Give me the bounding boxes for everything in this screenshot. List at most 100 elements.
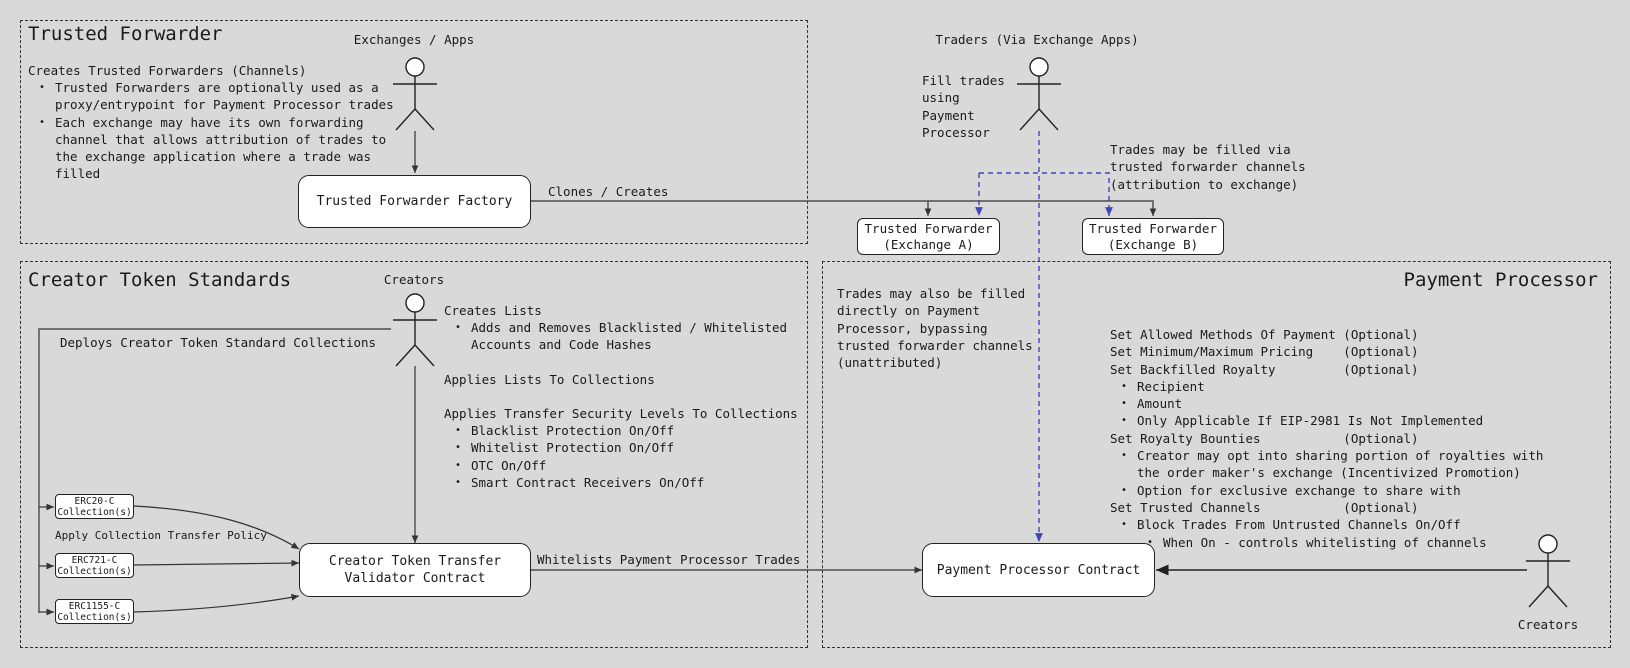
erc20-to-validator-arrow [133, 505, 300, 550]
tf-bullet: Each exchange may have its own forwardin… [28, 114, 394, 132]
settings-text: Set Allowed Methods Of Payment (Optional… [1110, 327, 1419, 342]
settings-text: When On - controls whitelisting of chann… [1163, 534, 1487, 550]
settings-text: Only Applicable If EIP-2981 Is Not Imple… [1137, 413, 1484, 429]
applies-lists-heading: Applies Lists To Collections [444, 372, 655, 387]
direct-note-line: directly on Payment [837, 303, 980, 319]
bullet-dot: • [1121, 450, 1128, 462]
creator-token-standards-panel [20, 261, 808, 648]
deploys-collections-bracket [38, 328, 391, 613]
settings-head-line: Set Backfilled Royalty (Optional) [1110, 361, 1543, 378]
level-bullet: OTC On/Off [444, 457, 704, 475]
payment-processor-contract-node[interactable]: Payment Processor Contract [922, 543, 1155, 597]
bullet-dot: • [1121, 398, 1128, 410]
settings-text: Set Trusted Channels (Optional) [1110, 499, 1419, 515]
settings-text: Set Royalty Bounties (Optional) [1110, 430, 1419, 446]
erc20-collection-node[interactable]: ERC20-C Collection(s) [55, 494, 134, 519]
creates-trusted-forwarders-heading: Creates Trusted Forwarders (Channels) [28, 63, 307, 78]
settings-sub-line: • When On - controls whitelisting of chan… [1110, 534, 1543, 551]
traders-actor-icon [1014, 57, 1064, 133]
settings-head-line: Set Allowed Methods Of Payment (Optional… [1110, 326, 1543, 343]
settings-text: Amount [1137, 396, 1183, 412]
channel-note-line: trusted forwarder channels [1110, 159, 1306, 175]
clones-creates-edge-label: Clones / Creates [548, 184, 669, 199]
settings-text: Set Backfilled Royalty (Optional) [1110, 361, 1419, 377]
tf-bullet-cont: proxy/entrypoint for Payment Processor t… [55, 97, 394, 113]
list-bullet: Adds and Removes Blacklisted / Whitelist… [444, 319, 787, 337]
fill-trades-line: using [922, 90, 960, 106]
fill-trades-line: Fill trades [922, 73, 1005, 88]
settings-text: Creator may opt into sharing portion of … [1137, 448, 1544, 464]
creates-lists-heading: Creates Lists [444, 303, 542, 318]
security-level-bullets: Blacklist Protection On/Off Whitelist Pr… [444, 422, 704, 491]
tf-bullet: Trusted Forwarders are optionally used a… [28, 79, 394, 97]
bullet-dot: • [1121, 519, 1128, 531]
direct-note-line: Processor, bypassing [837, 320, 988, 336]
settings-text: the order maker's exchange (Incentivized… [1137, 465, 1521, 481]
list-bullet-cont: Accounts and Code Hashes [471, 337, 652, 353]
whitelists-trades-edge-label: Whitelists Payment Processor Trades [537, 552, 801, 567]
bullet-dot: • [1147, 536, 1154, 548]
erc721-to-validator-arrow [133, 559, 300, 567]
tf-bullet-cont: filled [55, 166, 101, 182]
settings-text: Block Trades From Untrusted Channels On/… [1137, 517, 1461, 533]
settings-bullet-line: • Only Applicable If EIP-2981 Is Not Impl… [1110, 412, 1543, 429]
settings-bullet-line: • Amount [1110, 395, 1543, 412]
creator-token-standards-title: Creator Token Standards [28, 269, 292, 291]
trusted-forwarder-factory-node[interactable]: Trusted Forwarder Factory [298, 175, 531, 228]
trusted-forwarder-exchange-b-node[interactable]: Trusted Forwarder (Exchange B) [1082, 218, 1224, 255]
applies-levels-heading: Applies Transfer Security Levels To Coll… [444, 406, 798, 421]
channel-note-line: (attribution to exchange) [1110, 176, 1299, 192]
level-bullet: Whitelist Protection On/Off [444, 439, 704, 457]
settings-bullet-line: • Creator may opt into sharing portion of… [1110, 447, 1543, 464]
bullet-dot: • [1121, 380, 1128, 392]
traders-forwarder-branch-dashed-line [979, 172, 1113, 216]
direct-note-line: (unattributed) [837, 355, 943, 371]
settings-text: Option for exclusive exchange to share w… [1137, 482, 1461, 498]
tf-bullet-cont: the exchange application where a trade w… [55, 149, 372, 165]
direct-note-line: trusted forwarder channels [837, 337, 1033, 353]
settings-bullet-line: • Option for exclusive exchange to share … [1110, 482, 1543, 499]
bullet-dot: • [1121, 415, 1128, 427]
apply-transfer-policy-label: Apply Collection Transfer Policy [55, 529, 267, 542]
creators-right-actor-icon [1523, 534, 1573, 610]
fill-trades-line: Payment [922, 107, 975, 123]
bullet-dot: • [1121, 484, 1128, 496]
settings-cont-line: the order maker's exchange (Incentivized… [1110, 464, 1543, 481]
settings-head-line: Set Minimum/Maximum Pricing (Optional) [1110, 343, 1543, 360]
settings-head-line: Set Trusted Channels (Optional) [1110, 499, 1543, 516]
payment-processor-panel [822, 261, 1611, 648]
settings-text: Recipient [1137, 378, 1205, 394]
list-bullets: Adds and Removes Blacklisted / Whitelist… [444, 319, 787, 354]
trusted-forwarder-bullets: Trusted Forwarders are optionally used a… [28, 79, 394, 183]
erc1155-to-validator-arrow [133, 594, 300, 613]
factory-to-forwarder-b-arrow [928, 200, 1157, 216]
creators-actor-label: Creators [383, 272, 445, 287]
level-bullet: Smart Contract Receivers On/Off [444, 474, 704, 492]
channel-note-line: Trades may be filled via [1110, 142, 1291, 157]
settings-text: Set Minimum/Maximum Pricing (Optional) [1110, 344, 1419, 360]
exchanges-actor-icon [390, 57, 440, 133]
fill-trades-note: Fill trades using Payment Processor [922, 72, 1005, 141]
level-bullet: Blacklist Protection On/Off [444, 422, 704, 440]
creators-actor-icon [390, 293, 440, 369]
payment-processor-title: Payment Processor [1403, 269, 1598, 291]
fill-trades-line: Processor [922, 124, 990, 140]
trusted-forwarder-title: Trusted Forwarder [28, 23, 223, 45]
erc721-collection-node[interactable]: ERC721-C Collection(s) [55, 553, 134, 578]
erc1155-collection-node[interactable]: ERC1155-C Collection(s) [55, 599, 134, 624]
settings-bullet-line: • Block Trades From Untrusted Channels On… [1110, 516, 1543, 533]
trusted-forwarder-panel [20, 20, 808, 244]
tf-bullet-cont: channel that allows attribution of trade… [55, 131, 387, 147]
creators-right-actor-label: Creators [1517, 617, 1579, 632]
settings-bullet-line: • Recipient [1110, 378, 1543, 395]
payment-processor-settings-list: Set Allowed Methods Of Payment (Optional… [1110, 326, 1543, 551]
validator-contract-node[interactable]: Creator Token Transfer Validator Contrac… [299, 543, 531, 597]
settings-head-line: Set Royalty Bounties (Optional) [1110, 430, 1543, 447]
trusted-forwarder-exchange-a-node[interactable]: Trusted Forwarder (Exchange A) [857, 218, 1000, 255]
direct-fill-note: Trades may also be filled directly on Pa… [837, 285, 1033, 371]
traders-actor-label: Traders (Via Exchange Apps) [935, 32, 1139, 47]
direct-note-line: Trades may also be filled [837, 286, 1026, 301]
channel-attribution-note: Trades may be filled via trusted forward… [1110, 141, 1306, 193]
